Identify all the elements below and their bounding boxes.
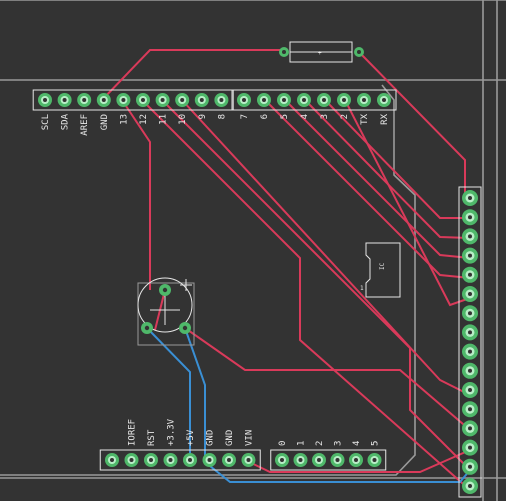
pin-label: 9 <box>198 114 208 119</box>
pin-label: AREF <box>80 114 90 136</box>
top-component-label: + <box>318 50 322 57</box>
pin-label: TX <box>360 113 370 124</box>
pin-label: 11 <box>159 114 169 125</box>
header-power[interactable]: IOREF RST +3.3V +5V GND GND VIN <box>99 418 261 471</box>
potentiometer[interactable] <box>137 277 195 346</box>
pin-label: 4 <box>352 441 362 446</box>
pin-label: RX <box>380 113 390 124</box>
pin-label: GND <box>206 430 216 446</box>
pin-label: GND <box>100 114 110 130</box>
pin-label: 4 <box>300 114 310 119</box>
header-digital-high[interactable]: SCL SDA AREF GND 13 12 11 10 9 8 <box>32 89 234 136</box>
pin-label: 5 <box>280 114 290 119</box>
ic-label: IC <box>379 262 386 270</box>
top-component[interactable]: + <box>279 41 364 63</box>
header-analog[interactable]: 0 1 2 3 4 5 <box>270 441 387 471</box>
pin-label: SCL <box>41 114 51 130</box>
pin-label: 5 <box>371 441 381 446</box>
pin-label: 7 <box>240 114 250 119</box>
pin-label: 13 <box>119 114 129 125</box>
pin-label: 12 <box>139 114 149 125</box>
pin-label: +5V <box>186 429 196 446</box>
pin-label: 6 <box>260 114 270 119</box>
top-traces <box>101 49 471 491</box>
pin-label: RST <box>147 429 157 446</box>
pin-label: 2 <box>315 441 325 446</box>
pin-label: 2 <box>340 114 350 119</box>
pin-label: IOREF <box>128 419 138 446</box>
right-connector[interactable] <box>458 186 482 498</box>
pin-label: 1 <box>297 441 307 446</box>
pin-label: +3.3V <box>167 418 177 446</box>
pin-label: SDA <box>61 113 71 130</box>
pin-label: 0 <box>278 441 288 446</box>
pin-label: GND <box>225 430 235 446</box>
ic-pin-label: 1 <box>360 285 364 292</box>
header-digital-low[interactable]: 7 6 5 4 3 2 TX RX <box>231 89 397 125</box>
ic-footprint[interactable]: IC 1 <box>360 242 401 298</box>
pin-label: 8 <box>217 114 227 119</box>
pin-label: 3 <box>334 441 344 446</box>
pin-label: VIN <box>245 430 255 446</box>
pin-label: 10 <box>178 114 188 125</box>
pin-label: 3 <box>320 114 330 119</box>
bottom-traces <box>146 327 471 483</box>
